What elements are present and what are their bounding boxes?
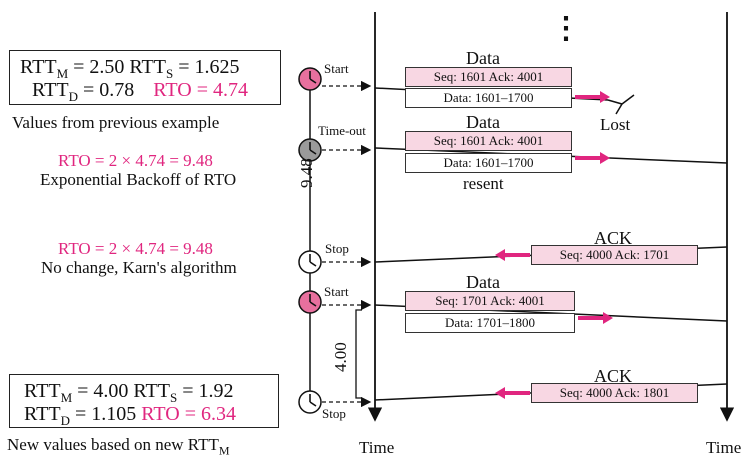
- caption-exponential-backoff: Exponential Backoff of RTO: [40, 170, 237, 189]
- box1-line2: RTTD = 0.78 RTO = 4.74: [32, 79, 248, 104]
- caption-new-values: New values based on new RTTM: [7, 435, 230, 457]
- segment-4-title: Data: [466, 272, 500, 292]
- interval-9-48: 9.48: [297, 158, 316, 188]
- label-start-1: Start: [324, 61, 349, 76]
- clock-start-1-icon: [298, 67, 322, 91]
- segment-5-title: ACK: [594, 366, 633, 386]
- box2-line1: RTTM = 4.00 RTTS = 1.92: [24, 380, 234, 405]
- segment-2-body: Data: 1601–1700: [405, 153, 572, 173]
- ellipsis: ⋮: [551, 12, 581, 45]
- box1-line1: RTTM = 2.50 RTTS = 1.625: [20, 56, 240, 81]
- rtt-values-box-new: RTTM = 4.00 RTTS = 1.92 RTTD = 1.105 RTO…: [9, 374, 279, 428]
- segment-2-note: resent: [463, 174, 504, 193]
- rtt-values-box-previous: RTTM = 2.50 RTTS = 1.625 RTTD = 0.78 RTO…: [9, 50, 281, 105]
- direction-arrow-1: [575, 91, 610, 103]
- segment-4-header: Seq: 1701 Ack: 4001: [405, 291, 575, 311]
- segment-2-title: Data: [466, 112, 500, 132]
- segment-1-header: Seq: 1601 Ack: 4001: [405, 67, 572, 87]
- clock-start-2-icon: [298, 290, 322, 314]
- label-stop-2: Stop: [322, 406, 346, 421]
- caption-previous-values: Values from previous example: [12, 113, 220, 132]
- interval-bracket: [355, 309, 362, 399]
- segment-4-body: Data: 1701–1800: [405, 313, 575, 333]
- label-timeout: Time-out: [318, 123, 366, 138]
- direction-arrow-4: [578, 312, 613, 324]
- rto-calc-2: RTO = 2 × 4.74 = 9.48: [58, 239, 213, 258]
- time-label-right: Time: [706, 438, 742, 457]
- direction-arrow-5: [495, 387, 530, 399]
- direction-arrow-3: [495, 249, 530, 261]
- segment-3-title: ACK: [594, 228, 633, 248]
- label-start-2: Start: [324, 284, 349, 299]
- clock-stop-2-icon: [298, 390, 322, 414]
- segment-3-header: Seq: 4000 Ack: 1701: [531, 245, 698, 265]
- caption-karn: No change, Karn's algorithm: [41, 258, 237, 277]
- interval-4-00: 4.00: [331, 342, 350, 372]
- time-label-left: Time: [359, 438, 395, 457]
- clock-stop-1-icon: [298, 250, 322, 274]
- segment-1-body: Data: 1601–1700: [405, 88, 572, 108]
- segment-1-note: Lost: [600, 115, 631, 134]
- rto-calc-1: RTO = 2 × 4.74 = 9.48: [58, 151, 213, 170]
- direction-arrow-2: [575, 152, 610, 164]
- label-stop-1: Stop: [325, 241, 349, 256]
- box2-line2: RTTD = 1.105 RTO = 6.34: [24, 403, 236, 428]
- clock-timeout-icon: [298, 138, 322, 162]
- segment-1-title: Data: [466, 48, 500, 68]
- segment-2-header: Seq: 1601 Ack: 4001: [405, 131, 572, 151]
- segment-5-header: Seq: 4000 Ack: 1801: [531, 383, 698, 403]
